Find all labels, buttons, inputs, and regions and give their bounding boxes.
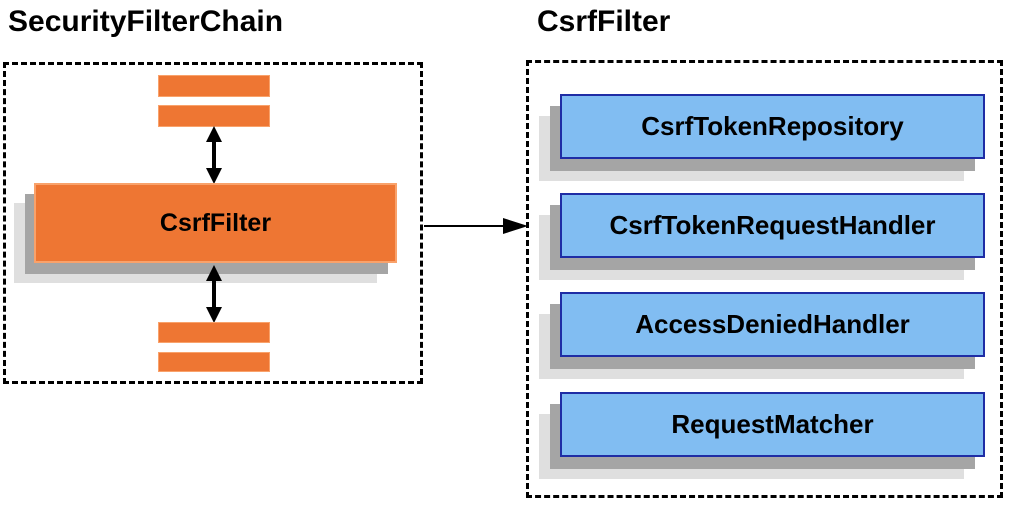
request-matcher-box: RequestMatcher xyxy=(560,392,985,457)
csrf-filter-title: CsrfFilter xyxy=(537,5,671,38)
access-denied-handler-box: AccessDeniedHandler xyxy=(560,292,985,357)
filter-bar xyxy=(158,105,270,127)
security-filter-chain-title: SecurityFilterChain xyxy=(8,5,284,38)
double-arrow-icon xyxy=(203,126,225,184)
csrf-filter-box: CsrfFilter xyxy=(34,183,397,263)
right-arrow-icon xyxy=(424,217,528,235)
security-filter-chain-container xyxy=(3,62,423,384)
csrf-token-repository-box: CsrfTokenRepository xyxy=(560,94,985,159)
double-arrow-icon xyxy=(203,265,225,323)
csrf-filter-container xyxy=(526,60,1003,498)
filter-bar xyxy=(158,75,270,97)
filter-bar xyxy=(158,322,270,343)
csrf-token-request-handler-box: CsrfTokenRequestHandler xyxy=(560,193,985,258)
filter-bar xyxy=(158,352,270,372)
